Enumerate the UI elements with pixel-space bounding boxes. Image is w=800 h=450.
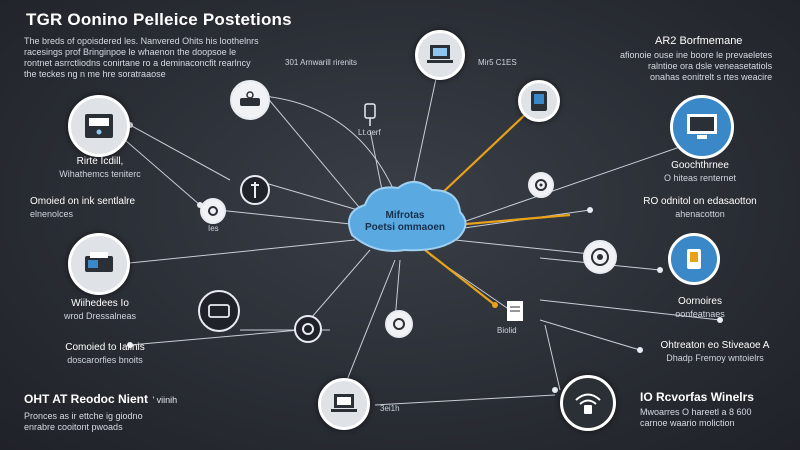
plug-icon bbox=[364, 103, 376, 126]
node-mini-left[interactable] bbox=[200, 198, 226, 224]
monitor-icon bbox=[687, 114, 717, 139]
router-icon bbox=[240, 91, 260, 106]
node-printer-dark[interactable] bbox=[198, 290, 240, 332]
node-caption-5: 3ei1h bbox=[380, 404, 400, 413]
mobile-icon bbox=[687, 249, 701, 269]
node-caption-3: Ies bbox=[208, 224, 219, 233]
node-circle-mid-2[interactable] bbox=[385, 310, 413, 338]
node-caption-2: Lt.oerf bbox=[358, 128, 381, 137]
server-icon bbox=[85, 114, 113, 138]
right-label-2: RO odnitol on edasaotton ahenacotton bbox=[643, 196, 757, 219]
printer-icon bbox=[85, 252, 113, 272]
router-icon bbox=[591, 248, 609, 266]
node-phone-blue[interactable] bbox=[668, 233, 720, 285]
settings-icon bbox=[208, 206, 218, 216]
printer-icon bbox=[208, 304, 230, 318]
bottom-right-block: IO Rcvorfas Winelrs Mwoarres O hareetl a… bbox=[640, 390, 754, 428]
node-printer[interactable] bbox=[68, 233, 130, 295]
node-laptop-top[interactable] bbox=[415, 30, 465, 80]
node-tool[interactable] bbox=[240, 175, 270, 205]
right-label-3: Oornoires oonfeatnaes bbox=[675, 296, 725, 319]
node-circle-mid[interactable] bbox=[294, 315, 322, 343]
node-router-b[interactable] bbox=[583, 240, 617, 274]
right-paragraph: afionoie ouse ine boore le prevaeletes r… bbox=[620, 50, 773, 82]
left-label-1: Rirte Icdill, Wihathemcs teniterc bbox=[59, 156, 141, 179]
node-monitor[interactable] bbox=[670, 95, 734, 159]
page-title: TGR Oonino Pelleice Postetions bbox=[26, 10, 292, 29]
gear-icon bbox=[535, 179, 547, 191]
intro-paragraph: The breds of opoisdered les. Nanvered Oh… bbox=[24, 36, 259, 79]
node-server[interactable] bbox=[68, 95, 130, 157]
gear-icon bbox=[393, 318, 405, 330]
right-label-1: Goochthrnee O hiteas renternet bbox=[663, 160, 737, 183]
top-center-caption: 301 Arnwarill rirenits bbox=[285, 58, 358, 67]
cloud-icon bbox=[348, 181, 467, 252]
node-laptop-bottom[interactable] bbox=[318, 378, 370, 430]
node-wifi-lock[interactable] bbox=[560, 375, 616, 431]
wrench-icon bbox=[251, 182, 259, 198]
node-document[interactable] bbox=[498, 295, 532, 329]
left-label-3: Wiihedees Io wrod Dressalneas bbox=[63, 298, 137, 321]
laptop-icon bbox=[331, 394, 357, 412]
right-heading: AR2 Borfmemane bbox=[655, 35, 743, 47]
node-caption-4: Biolid bbox=[497, 326, 517, 335]
node-plug[interactable] bbox=[355, 100, 385, 130]
cloud-label: Mifrotas Poetsi ommaoen bbox=[364, 210, 446, 233]
mobile-icon bbox=[531, 91, 547, 111]
power-icon bbox=[302, 323, 314, 335]
bottom-left-block: OHT AT Reodoc Nient ' viinih Pronces as … bbox=[24, 392, 178, 432]
left-label-4: Comoied to Iaiinis doscarorfies bnoits bbox=[65, 342, 145, 365]
laptop-icon bbox=[427, 45, 453, 63]
top-right-caption: Mir5 C1ES bbox=[478, 58, 517, 67]
wifi-lock-icon bbox=[575, 393, 601, 414]
node-device-top-right[interactable] bbox=[518, 80, 560, 122]
left-label-2: Omoied on ink sentlalre elnenolces bbox=[30, 196, 136, 219]
right-label-4: Ohtreaton eo Stiveaoe A Dhadp Fremoy wnt… bbox=[660, 340, 770, 363]
node-bulb[interactable] bbox=[528, 172, 554, 198]
document-icon bbox=[507, 301, 523, 321]
node-router-a[interactable] bbox=[230, 80, 270, 120]
